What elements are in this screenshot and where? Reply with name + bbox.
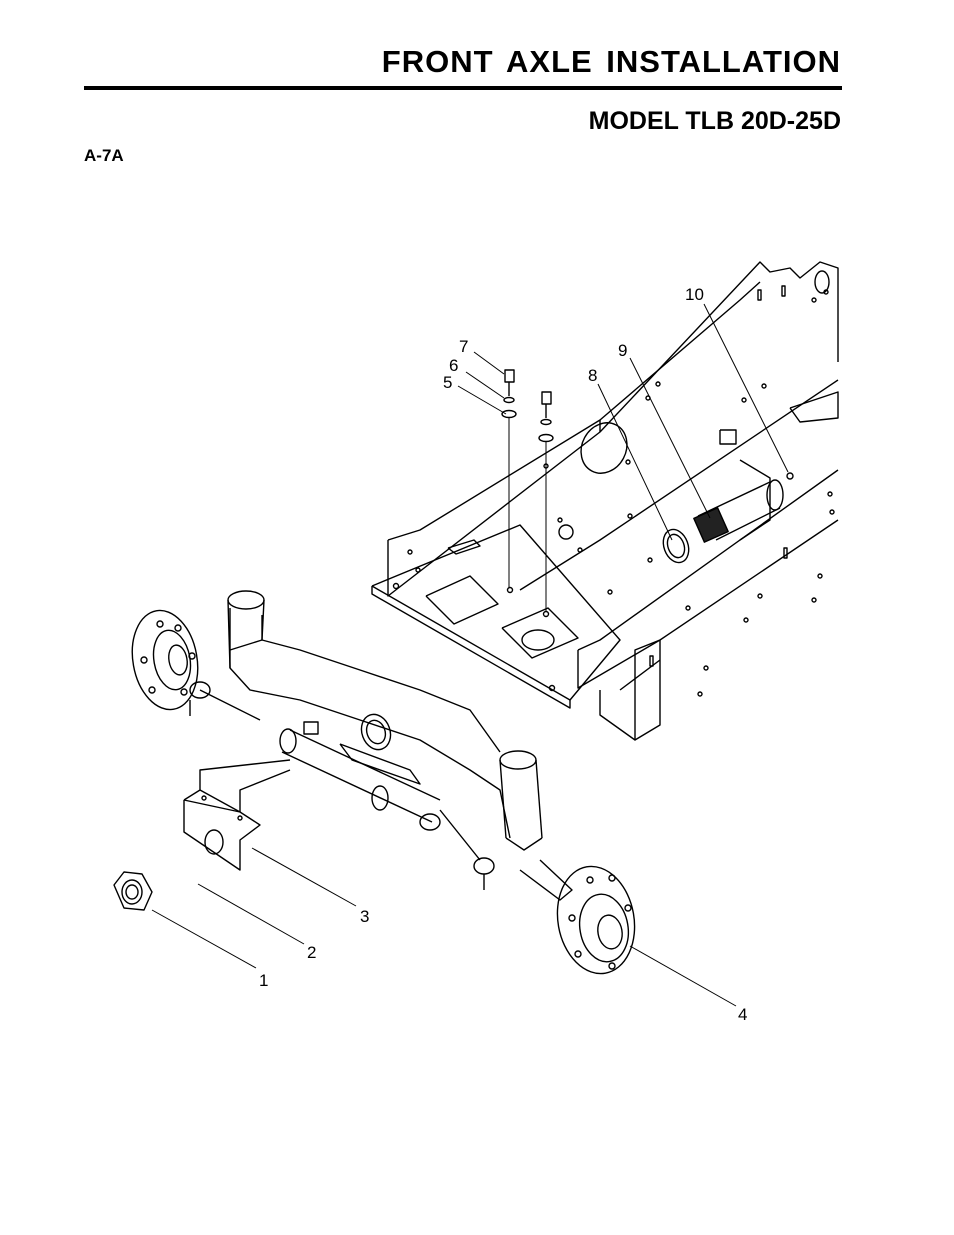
header-rule [84, 86, 842, 90]
mounting-bolts [501, 369, 554, 612]
figure-code: A-7A [84, 146, 124, 165]
hub-right [519, 859, 636, 975]
callout-2: 2 [307, 943, 316, 962]
pivot-tube [662, 472, 794, 564]
mounting-plate [371, 524, 621, 709]
model-subtitle: MODEL TLB 20D-25D [588, 107, 841, 135]
page-title: FRONT AXLE INSTALLATION [381, 44, 841, 79]
hex-nut [113, 871, 153, 911]
axle-beam [227, 590, 543, 851]
chassis-frame [387, 261, 839, 741]
hub-left [131, 609, 199, 711]
callout-3: 3 [360, 907, 369, 926]
callout-5: 5 [443, 373, 452, 392]
callout-10: 10 [685, 285, 704, 304]
callout-4: 4 [738, 1005, 747, 1024]
callout-6: 6 [449, 356, 458, 375]
support-bracket [183, 759, 291, 871]
callout-1: 1 [259, 971, 268, 990]
callout-9: 9 [618, 341, 627, 360]
callout-8: 8 [588, 366, 597, 385]
callout-labels: 1 2 3 4 5 6 7 8 9 10 [259, 285, 747, 1024]
callout-7: 7 [459, 337, 468, 356]
leader-lines [151, 303, 789, 1007]
steering-cylinder [189, 681, 495, 890]
